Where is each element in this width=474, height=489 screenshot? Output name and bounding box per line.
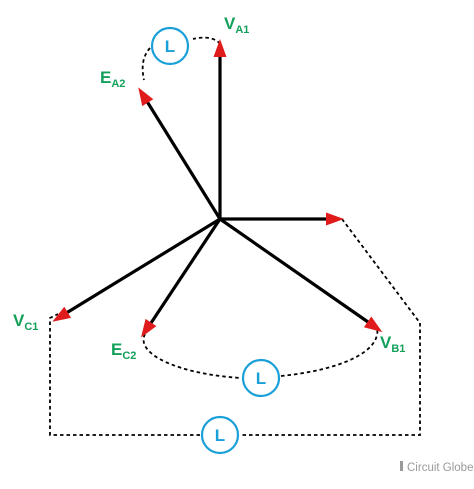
inductor-bottom-letter: L	[215, 426, 225, 445]
label-vb1: VB1	[380, 333, 405, 355]
phasor-vb1	[218, 217, 370, 324]
dashed-link-ec2-vb1	[142, 326, 379, 379]
arrowhead-vb1	[363, 316, 383, 333]
arrowhead-va1	[213, 39, 227, 57]
inductor-bottom: L	[200, 415, 240, 455]
inductor-top-letter: L	[165, 37, 175, 56]
arrowhead-ea2	[138, 87, 154, 107]
arrowhead-horizontal	[326, 212, 344, 226]
credit-text: Circuit Globe	[407, 462, 473, 474]
credit-logo: Circuit Globe	[400, 461, 473, 474]
inductor-top: L	[150, 26, 190, 66]
phasor-vc1	[66, 217, 222, 314]
inductor-middle: L	[241, 358, 281, 398]
phasor-ec2	[149, 217, 222, 325]
label-vc1: VC1	[13, 311, 38, 333]
label-va1: VA1	[224, 14, 249, 36]
arrowhead-ec2	[141, 318, 157, 338]
dashed-link-outer-loop	[49, 218, 421, 436]
inductor-middle-letter: L	[256, 369, 266, 388]
phasor-ea2	[146, 101, 222, 221]
label-ec2: EC2	[111, 340, 136, 362]
arrowhead-vc1	[52, 306, 72, 322]
label-ea2: EA2	[100, 68, 125, 90]
